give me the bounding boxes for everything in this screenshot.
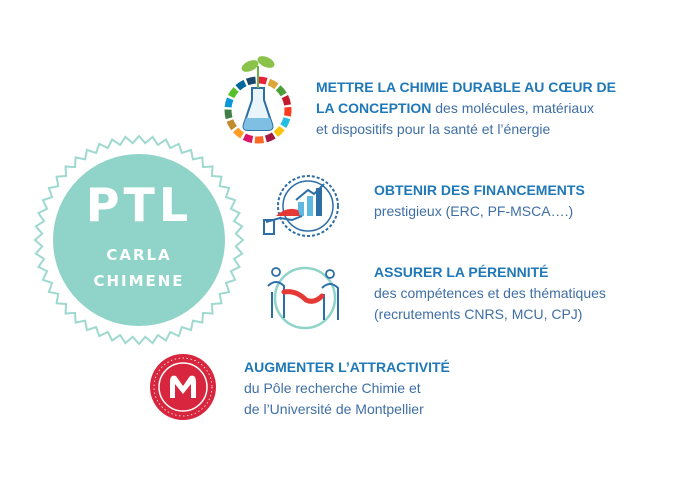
item4-body1: du Pôle recherche Chimie et	[244, 380, 421, 396]
flask-sdg-icon	[222, 52, 294, 144]
badge-title: PTL	[85, 178, 193, 232]
item2-body1: prestigieux (ERC, PF-MSCA….)	[374, 203, 574, 219]
item3-heading: ASSURER LA PÉRENNITÉ	[374, 264, 549, 280]
item-sustainability: ASSURER LA PÉRENNITÉ des compétences et …	[374, 262, 674, 325]
university-seal-icon	[148, 352, 218, 422]
item4-heading: AUGMENTER L’ATTRACTIVITÉ	[244, 359, 450, 375]
item1-body1: des molécules, matériaux	[431, 100, 595, 116]
item3-body2: (recrutements CNRS, MCU, CPJ)	[374, 306, 583, 322]
item-funding: OBTENIR DES FINANCEMENTS prestigieux (ER…	[374, 180, 664, 222]
item4-body2: de l’Université de Montpellier	[244, 401, 424, 417]
item-sustainable-chemistry: METTRE LA CHIMIE DURABLE AU CŒUR DE LA C…	[316, 77, 666, 140]
badge-name-line2: CHIMENE	[93, 272, 185, 290]
badge-shape	[33, 134, 245, 346]
handshake-icon	[262, 258, 344, 338]
item2-heading: OBTENIR DES FINANCEMENTS	[374, 182, 585, 198]
item3-body1: des compétences et des thématiques	[374, 285, 606, 301]
funding-chart-icon	[262, 166, 342, 246]
item-attractiveness: AUGMENTER L’ATTRACTIVITÉ du Pôle recherc…	[244, 357, 544, 420]
ptl-badge: PTL CARLA CHIMENE	[33, 134, 245, 346]
item1-heading: METTRE LA CHIMIE DURABLE AU CŒUR DE	[316, 79, 616, 95]
item1-body2: et dispositifs pour la santé et l’énergi…	[316, 121, 551, 137]
badge-name-line1: CARLA	[106, 246, 172, 264]
item1-heading2: LA CONCEPTION	[316, 100, 432, 116]
